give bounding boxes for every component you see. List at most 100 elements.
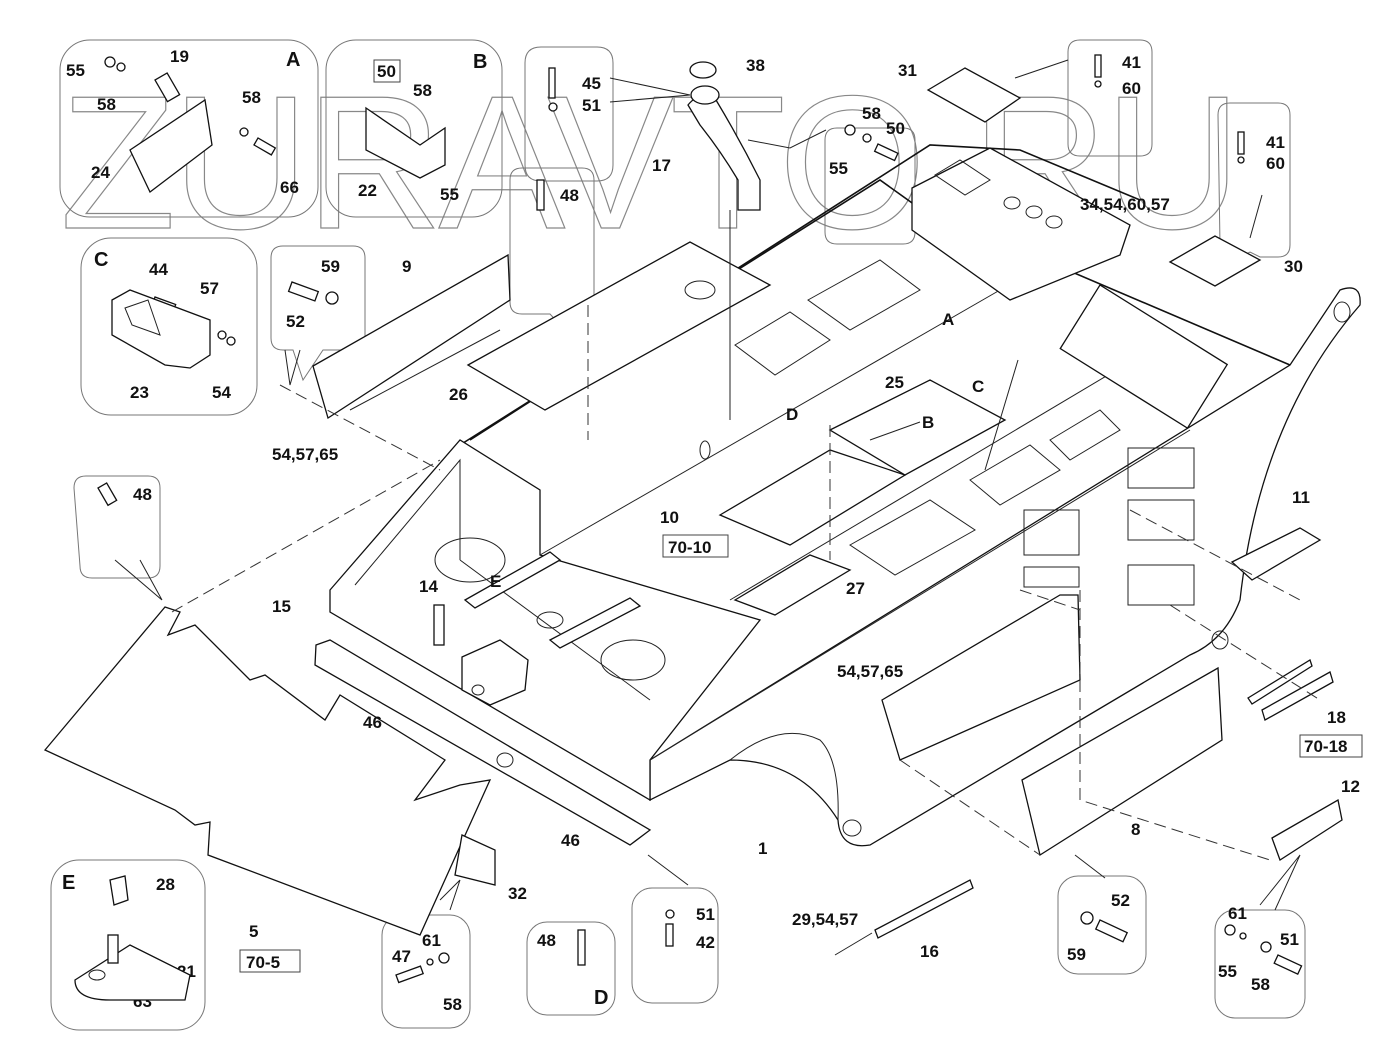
- part-label: 55: [66, 61, 85, 80]
- part-16-bar: [834, 879, 974, 956]
- bolt-icon: [253, 137, 277, 156]
- washer-icon: [1237, 156, 1245, 164]
- part-label: 45: [582, 74, 601, 93]
- part-31-cover: [926, 67, 1022, 123]
- part-label: 9: [402, 257, 411, 276]
- ref-box-70-5: [239, 949, 301, 973]
- part-label: 19: [170, 47, 189, 66]
- part-label: 30: [1284, 257, 1303, 276]
- part-label: 58: [413, 81, 432, 100]
- part-label: 47: [392, 947, 411, 966]
- washer-icon: [1094, 80, 1102, 88]
- nut-icon: [226, 336, 236, 346]
- part-label: 54: [212, 383, 231, 402]
- nut-icon: [844, 124, 856, 136]
- part-label: 41: [1122, 53, 1141, 72]
- washer-icon: [438, 952, 450, 964]
- part-label: 55: [1218, 962, 1237, 981]
- part-label: 31: [898, 61, 917, 80]
- part-label: 24: [91, 163, 110, 182]
- part-9-panel: [312, 253, 511, 420]
- part-label: 70-10: [668, 538, 711, 557]
- part-11-step: [1230, 527, 1322, 581]
- washer-icon: [426, 958, 434, 966]
- part-label: 41: [1266, 133, 1285, 152]
- part-12-step: [1271, 798, 1343, 861]
- bolt-icon: [873, 143, 899, 162]
- washer-icon: [239, 127, 249, 137]
- part-27-mesh: [733, 554, 852, 616]
- part-label: 51: [1280, 930, 1299, 949]
- part-label: B: [922, 413, 934, 432]
- part-25-plate: [828, 379, 1007, 476]
- part-label: 1: [758, 839, 767, 858]
- part-label: 23: [130, 383, 149, 402]
- detail-c-bracket-drawing: [111, 289, 211, 369]
- part-label: 25: [885, 373, 904, 392]
- callout-box-a: [59, 39, 319, 218]
- part-label: 12: [1341, 777, 1360, 796]
- bolt-icon: [1237, 131, 1245, 155]
- part-14-pin: [433, 604, 445, 646]
- washer-icon: [862, 133, 872, 143]
- part-label: 26: [449, 385, 468, 404]
- part-label: 48: [133, 485, 152, 504]
- bolt-icon: [1094, 54, 1102, 78]
- part-label: 61: [1228, 904, 1247, 923]
- detail-letter-a: A: [286, 49, 300, 71]
- callout-box-bolt-41-top: [1067, 39, 1153, 157]
- part-label: 54,57,65: [837, 662, 903, 681]
- part-label: 57: [200, 279, 219, 298]
- part-label: 42: [696, 933, 715, 952]
- part-label: 66: [280, 178, 299, 197]
- ref-box-70-18: [1299, 734, 1363, 758]
- part-label: 60: [1266, 154, 1285, 173]
- part-label: 15: [272, 597, 291, 616]
- detail-a-bracket-drawing: [129, 72, 213, 194]
- part-label: 5: [249, 922, 258, 941]
- part-30-cover: [1168, 235, 1262, 287]
- washer-icon: [217, 330, 227, 340]
- part-label: 32: [508, 884, 527, 903]
- part-label: 22: [358, 181, 377, 200]
- detail-e-bracket-drawing: [74, 875, 191, 1001]
- part-label: 50: [886, 119, 905, 138]
- part-label: 34,54,60,57: [1080, 195, 1170, 214]
- detail-letter-d: D: [594, 987, 608, 1009]
- part-label: 27: [846, 579, 865, 598]
- callout-box-c: [80, 237, 258, 416]
- callout-box-bolt-45: [524, 46, 614, 182]
- part-label: 52: [1111, 891, 1130, 910]
- bolt-icon: [665, 923, 674, 947]
- part-label: 16: [920, 942, 939, 961]
- nut-icon: [104, 56, 116, 68]
- bolt-icon: [536, 179, 545, 211]
- part-18-hinge: [1247, 659, 1334, 721]
- callout-box-b: [325, 39, 503, 218]
- part-label: C: [972, 377, 984, 396]
- part-label: 46: [363, 713, 382, 732]
- washer-icon: [1260, 941, 1272, 953]
- detail-letter-c: C: [94, 249, 108, 271]
- bolt-icon: [287, 281, 320, 302]
- washer-icon: [1080, 911, 1094, 925]
- part-label: 28: [156, 875, 175, 894]
- part-label: 70-18: [1304, 737, 1347, 756]
- ref-box-70-10: [662, 534, 729, 558]
- nut-icon: [665, 909, 675, 919]
- part-26-plate: [466, 241, 772, 411]
- part-label: E: [490, 572, 501, 591]
- part-label: 10: [660, 508, 679, 527]
- washer-icon: [548, 102, 558, 112]
- ref-box-50: [373, 59, 401, 83]
- bolt-icon: [1273, 954, 1303, 976]
- part-label: 70-5: [246, 953, 280, 972]
- part-label: 51: [582, 96, 601, 115]
- part-label: 58: [97, 95, 116, 114]
- callout-box-bolt-42: [631, 887, 719, 1004]
- part-label: 46: [561, 831, 580, 850]
- part-8-panel: [1021, 666, 1223, 857]
- part-label: 61: [422, 931, 441, 950]
- callout-box-bolt-48-left: [73, 475, 161, 579]
